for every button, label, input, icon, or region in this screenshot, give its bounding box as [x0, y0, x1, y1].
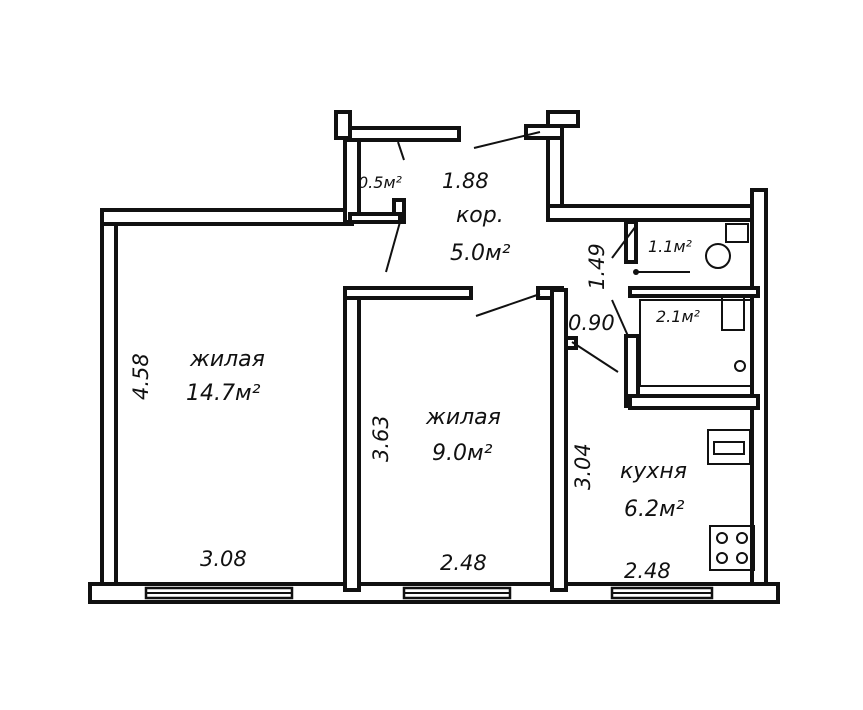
small-room-area: 9.0м² [432, 441, 493, 466]
door-entrance [473, 131, 541, 149]
toilet-bath-wall [628, 286, 760, 298]
room-labels: жилая 14.7м² жилая 9.0м² кор. 5.0м² кухн… [186, 173, 701, 522]
dim-large-height: 4.58 [129, 353, 153, 400]
bathroom-area: 2.1м² [656, 307, 701, 326]
door-bath [611, 299, 629, 337]
dim-bath-width: 0.90 [568, 311, 615, 335]
fixtures [633, 223, 755, 571]
kitchen-name: кухня [620, 459, 687, 484]
kitchen-door-jamb [564, 336, 578, 350]
dim-kitchen-width: 2.48 [624, 559, 671, 583]
toilet-area: 1.1м² [648, 237, 693, 256]
kitchen-top-wall [628, 394, 760, 410]
door-toilet [611, 225, 637, 259]
kitchen-area: 6.2м² [624, 497, 685, 522]
door-large-room [385, 221, 401, 273]
door-small-room [475, 293, 541, 317]
chimney-right [546, 110, 580, 128]
dim-small-height: 3.63 [369, 415, 393, 462]
chimney-left [334, 110, 352, 140]
dimension-labels: 4.58 3.08 3.63 2.48 3.04 2.48 1.88 1.49 … [129, 169, 671, 583]
dim-large-width: 3.08 [200, 547, 247, 571]
wall-small-kitchen [550, 288, 568, 592]
corridor-name: кор. [456, 203, 504, 228]
corridor-right-top [524, 124, 564, 140]
door-closet [397, 141, 405, 161]
kitchen-sink [707, 429, 751, 465]
wall-large-small [343, 288, 361, 592]
corridor-area: 5.0м² [450, 241, 511, 266]
corridor-left-wall [343, 126, 361, 224]
closet-area: 0.5м² [358, 173, 403, 192]
large-room-area: 14.7м² [186, 381, 261, 406]
small-room-name: жилая [425, 405, 501, 430]
door-kitchen [571, 341, 619, 373]
interior-walls [343, 198, 760, 592]
stove [709, 525, 755, 571]
windows [144, 586, 714, 600]
top-wall-left [100, 208, 354, 226]
dim-kitchen-height: 3.04 [571, 443, 595, 490]
large-room-name: жилая [189, 347, 265, 372]
dim-corridor-width: 1.88 [442, 169, 489, 193]
dim-toilet-height: 1.49 [585, 243, 609, 290]
left-wall [100, 210, 118, 604]
toilet-left-wall [624, 220, 638, 264]
doors [385, 131, 637, 373]
bathtub-fixture [639, 295, 753, 387]
corridor-top-wall [343, 126, 461, 142]
top-wall-right [546, 204, 760, 222]
dim-small-width: 2.48 [440, 551, 487, 575]
toilet-fixture [633, 223, 749, 275]
wall-small-top [343, 286, 473, 300]
closet-bottom [348, 212, 402, 224]
